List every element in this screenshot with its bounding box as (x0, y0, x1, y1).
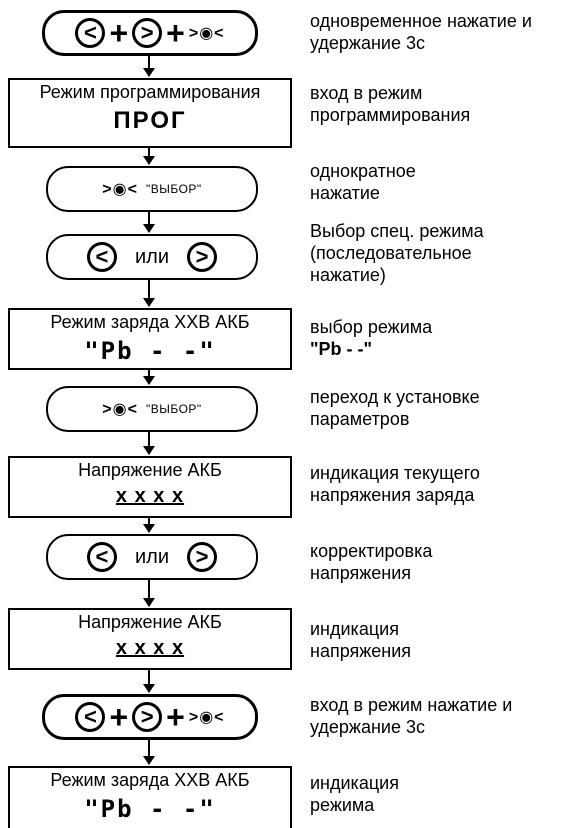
step-10-button-combo: < + > + >◉< (42, 694, 258, 740)
plus-sign: + (109, 15, 129, 51)
arrow (143, 580, 155, 607)
display-code: ПРОГ (113, 107, 187, 134)
select-label: "ВЫБОР" (145, 182, 202, 196)
step-1-button-combo: < + > + >◉< (42, 10, 258, 56)
display-code: "Pb - -" (84, 337, 216, 365)
step-6-note: переход к установке параметров (310, 387, 480, 429)
step-5-charge-mode-box: Режим заряда ХХВ АКБ "Pb - -" (8, 308, 292, 370)
right-arrow-button-icon: > (132, 18, 163, 48)
step-11-charge-mode-box: Режим заряда ХХВ АКБ "Pb - -" (8, 766, 292, 828)
step-4-note: Выбор спец. режима (последовательное наж… (310, 221, 484, 285)
arrow (143, 280, 155, 307)
plus-sign: + (166, 15, 185, 51)
select-label: "ВЫБОР" (145, 402, 202, 416)
right-arrow-button-icon: > (187, 242, 217, 272)
box-label: Режим заряда ХХВ АКБ (50, 770, 250, 790)
step-3-select-button: >◉< "ВЫБОР" (46, 166, 258, 212)
voltage-digits: x x x x (115, 637, 185, 659)
step-2-program-mode-box: Режим программирования ПРОГ (8, 78, 292, 148)
voltage-digits: x x x x (115, 485, 185, 507)
step-1-note: одновременное нажатие и удержание 3с (310, 11, 532, 53)
box-label: Режим заряда ХХВ АКБ (50, 312, 250, 332)
arrow (143, 518, 155, 533)
step-9-note: индикация напряжения (310, 619, 412, 661)
step-10-note: вход в режим нажатие и удержание 3с (310, 695, 513, 737)
arrow (143, 370, 155, 385)
arrow (143, 148, 155, 165)
arrow (143, 432, 155, 455)
plus-sign: + (109, 699, 129, 735)
left-arrow-button-icon: < (86, 542, 117, 572)
arrow (143, 56, 155, 77)
right-arrow-button-icon: > (187, 542, 217, 572)
arrow (143, 740, 155, 765)
step-5-note: выбор режима "Pb - -" (310, 316, 565, 360)
box-label: Напряжение АКБ (78, 612, 222, 632)
left-arrow-button-icon: < (75, 702, 106, 732)
step-8-left-or-right: < или > (46, 534, 258, 580)
plus-sign: + (166, 699, 185, 735)
select-button-icon: >◉< (102, 181, 138, 198)
step-4-left-or-right: < или > (46, 234, 258, 280)
step-11-note: индикация режима (310, 773, 399, 815)
display-code: "Pb - -" (84, 795, 216, 823)
note-code: "Pb - -" (310, 339, 373, 359)
step-3-note: однократное нажатие (310, 161, 416, 203)
select-button-icon: >◉< (102, 401, 138, 418)
step-7-voltage-box: Напряжение АКБ x x x x (8, 456, 292, 518)
box-label: Режим программирования (39, 82, 261, 102)
step-7-note: индикация текущего напряжения заряда (310, 463, 480, 505)
step-6-select-button: >◉< "ВЫБОР" (46, 386, 258, 432)
step-2-note: вход в режим программирования (310, 83, 471, 125)
left-arrow-button-icon: < (86, 242, 117, 272)
arrow (143, 212, 155, 233)
or-label: или (134, 245, 169, 268)
select-button-icon: >◉< (188, 709, 225, 726)
box-label: Напряжение АКБ (78, 460, 222, 480)
right-arrow-button-icon: > (132, 702, 163, 732)
select-button-icon: >◉< (188, 25, 225, 42)
note-line: выбор режима (310, 317, 433, 337)
step-8-note: корректировка напряжения (310, 541, 433, 583)
left-arrow-button-icon: < (75, 18, 106, 48)
or-label: или (134, 545, 169, 568)
arrow (143, 670, 155, 693)
step-9-voltage-box: Напряжение АКБ x x x x (8, 608, 292, 670)
